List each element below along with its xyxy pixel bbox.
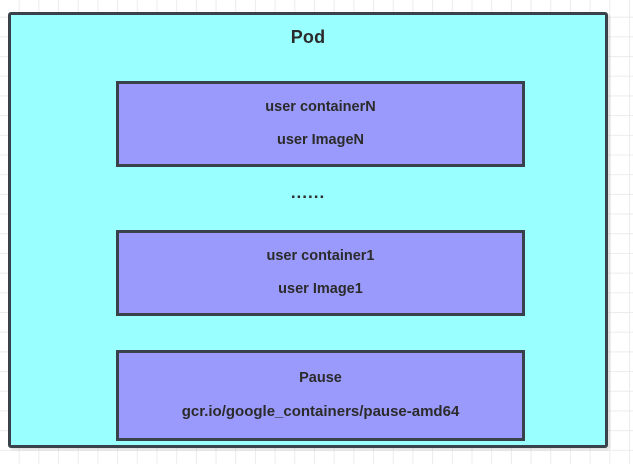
pod-title: Pod: [290, 27, 326, 47]
container-box-1[interactable]: user container1 user Image1: [116, 230, 525, 316]
pod-container-box[interactable]: Pod user containerN user ImageN ...... u…: [8, 12, 608, 448]
ellipsis-label: ......: [290, 183, 326, 202]
container-image-1: user Image1: [278, 280, 363, 297]
container-name-1: user container1: [266, 247, 375, 264]
container-box-n[interactable]: user containerN user ImageN: [116, 81, 525, 167]
container-image-pause: gcr.io/google_containers/pause-amd64: [181, 402, 460, 420]
container-name-pause: Pause: [299, 369, 342, 386]
container-name-n: user containerN: [265, 98, 376, 115]
container-image-n: user ImageN: [276, 131, 365, 148]
container-box-pause[interactable]: Pause gcr.io/google_containers/pause-amd…: [116, 350, 525, 441]
